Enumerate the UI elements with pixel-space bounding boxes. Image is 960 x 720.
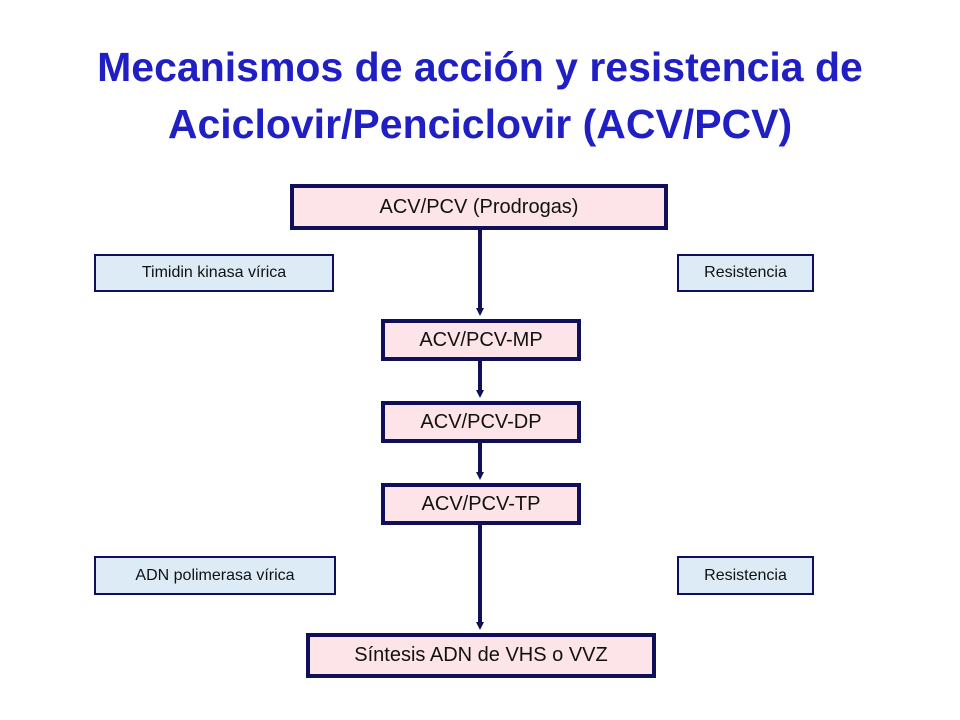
title-line-2: Aciclovir/Penciclovir (ACV/PCV) xyxy=(167,101,793,147)
box-resistencia-2-label: Resistencia xyxy=(704,566,787,584)
node-prodrug: ACV/PCV (Prodrogas) xyxy=(290,184,668,230)
box-adn-polimerasa-label: ADN polimerasa vírica xyxy=(135,566,295,584)
node-mp-label: ACV/PCV-MP xyxy=(419,328,543,351)
node-dp-label: ACV/PCV-DP xyxy=(420,410,542,433)
box-timidin-kinasa: Timidin kinasa vírica xyxy=(94,254,334,292)
box-resistencia-1-label: Resistencia xyxy=(704,264,787,281)
box-adn-polimerasa: ADN polimerasa vírica xyxy=(94,556,336,595)
node-prodrug-label: ACV/PCV (Prodrogas) xyxy=(379,195,579,218)
node-synthesis: Síntesis ADN de VHS o VVZ xyxy=(306,633,656,678)
box-timidin-kinasa-label: Timidin kinasa vírica xyxy=(141,264,287,281)
node-mp: ACV/PCV-MP xyxy=(381,319,581,361)
box-resistencia-2: Resistencia xyxy=(677,556,814,595)
title-line-1: Mecanismos de acción y resistencia de xyxy=(97,44,863,90)
node-tp-label: ACV/PCV-TP xyxy=(421,492,541,515)
node-synthesis-label: Síntesis ADN de VHS o VVZ xyxy=(354,644,608,666)
node-tp: ACV/PCV-TP xyxy=(381,483,581,525)
box-resistencia-1: Resistencia xyxy=(677,254,814,292)
node-dp: ACV/PCV-DP xyxy=(381,401,581,443)
